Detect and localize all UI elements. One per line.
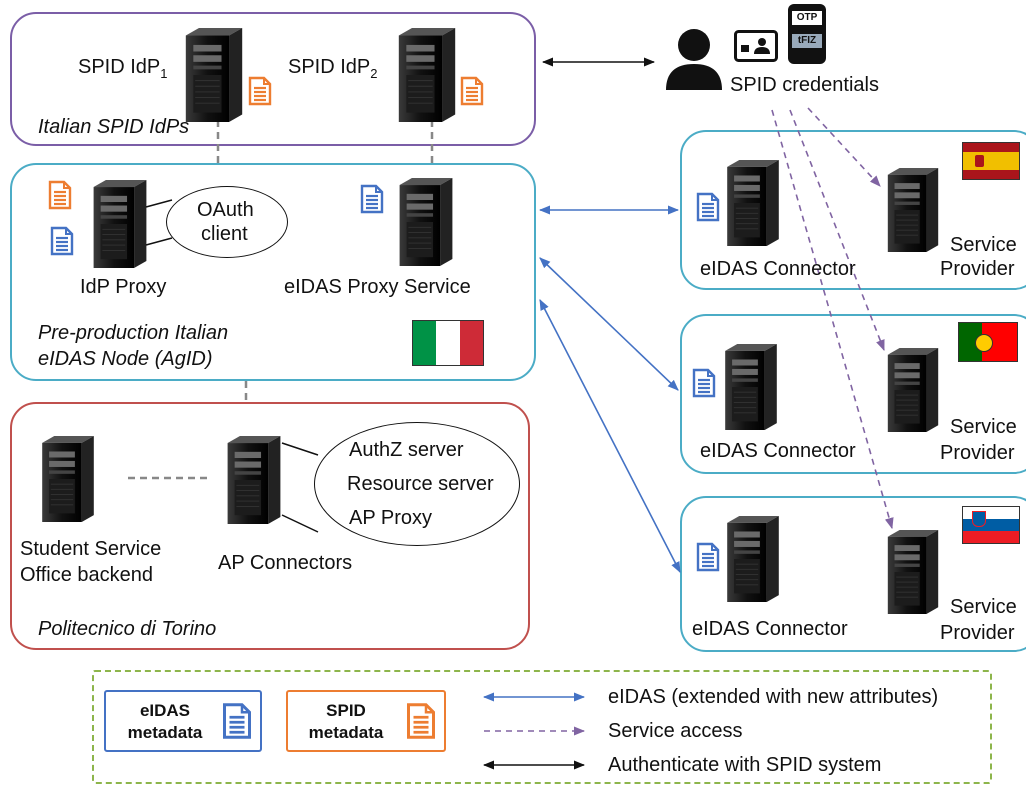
legend-spid-metadata-line1: SPID xyxy=(326,701,366,720)
spid-idps-group xyxy=(10,12,536,146)
si-service-provider-line2: Provider xyxy=(940,622,1015,644)
legend-eidas-arrow-label: eIDAS (extended with new attributes) xyxy=(608,686,939,708)
ap-connectors-label: AP Connectors xyxy=(218,552,353,574)
user-icon xyxy=(666,29,722,90)
country-es-group xyxy=(680,130,1026,290)
spid-idp1-label: SPID IdP1 xyxy=(78,56,168,81)
es-service-provider-line1: Service xyxy=(950,234,1017,256)
eidas-proxy-service-label: eIDAS Proxy Service xyxy=(284,276,471,298)
legend-eidas-metadata-line2: metadata xyxy=(127,723,203,742)
authz-server-label: AuthZ server xyxy=(349,439,464,461)
spid-idp2-label: SPID IdP2 xyxy=(288,56,378,81)
si-eidas-connector-label: eIDAS Connector xyxy=(692,618,848,640)
flag-italy-icon xyxy=(412,320,484,366)
flag-slovenia-icon xyxy=(962,506,1020,544)
flag-portugal-icon xyxy=(958,322,1018,362)
student-office-line1: Student Service xyxy=(20,538,162,560)
legend-spid-metadata-line2: metadata xyxy=(308,723,384,742)
flag-spain-icon xyxy=(962,142,1020,180)
idp-proxy-label: IdP Proxy xyxy=(80,276,167,298)
oauth-line1: OAuth xyxy=(197,199,254,221)
eidas-node-title-line2: eIDAS Node (AgID) xyxy=(38,348,213,370)
id-card-icon xyxy=(734,30,778,62)
legend-spid-metadata: SPID metadata xyxy=(286,690,446,752)
pt-service-provider-line1: Service xyxy=(950,416,1017,438)
legend-eidas-metadata-line1: eIDAS xyxy=(139,701,191,720)
pt-service-provider-line2: Provider xyxy=(940,442,1015,464)
ap-proxy-label: AP Proxy xyxy=(349,507,432,529)
country-pt-group xyxy=(680,314,1026,474)
phone-otp-icon: OTP tFIZ xyxy=(788,4,826,64)
eidas-node-title-line1: Pre-production Italian xyxy=(38,322,229,344)
token-label: tFIZ xyxy=(792,34,822,48)
country-si-group xyxy=(680,496,1026,652)
es-eidas-connector-label: eIDAS Connector xyxy=(700,258,856,280)
legend-service-access-label: Service access xyxy=(608,720,743,742)
authz-resource-proxy-bubble: AuthZ server Resource server AP Proxy xyxy=(314,422,520,546)
legend-eidas-metadata: eIDAS metadata xyxy=(104,690,262,752)
polito-group-title: Politecnico di Torino xyxy=(38,618,217,640)
es-service-provider-line2: Provider xyxy=(940,258,1015,280)
spid-credentials-label: SPID credentials xyxy=(730,74,879,96)
polito-group xyxy=(10,402,530,650)
otp-label: OTP xyxy=(792,11,822,25)
legend-auth-spid-label: Authenticate with SPID system xyxy=(608,754,882,776)
si-service-provider-line1: Service xyxy=(950,596,1017,618)
spid-idps-group-title: Italian SPID IdPs xyxy=(38,116,190,138)
pt-eidas-connector-label: eIDAS Connector xyxy=(700,440,856,462)
oauth-line2: client xyxy=(201,223,248,245)
oauth-client-bubble: OAuth client xyxy=(166,186,288,258)
student-office-line2: Office backend xyxy=(20,564,154,586)
eidas-node-group xyxy=(10,163,536,381)
resource-server-label: Resource server xyxy=(347,473,494,495)
